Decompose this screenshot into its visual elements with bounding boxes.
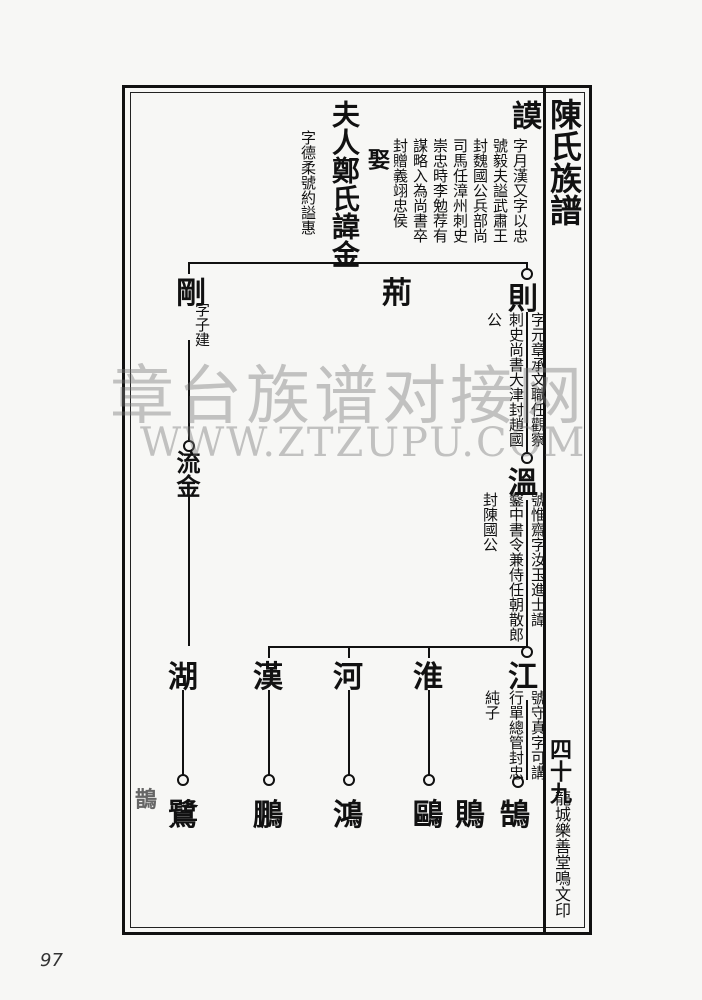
watermark-url: WWW.ZTZUPU.COM	[140, 420, 587, 466]
node-wen	[521, 452, 533, 464]
gen5-name-1: 鵠	[500, 798, 530, 833]
gen4-han-name: 漢	[253, 660, 283, 695]
node-ou	[423, 774, 435, 786]
node-hong	[343, 774, 355, 786]
node-liujin	[183, 440, 195, 452]
gen2-ze-note-2: 刺史尚書大津封趙國	[507, 312, 525, 447]
gen5-name-6: 鷺	[168, 798, 198, 833]
gen2-ze-note-1: 字元章承文職任觀察	[529, 312, 547, 447]
node-lu	[177, 774, 189, 786]
gen5-name-3: 鷗	[413, 798, 443, 833]
connector-liujin-to-hu	[188, 496, 190, 646]
node-gu	[512, 776, 524, 788]
gen2-ze-note-3: 公	[485, 312, 503, 327]
node-jiang	[521, 646, 533, 658]
gen4-huai-name: 淮	[413, 660, 443, 695]
connector-gang-to-liujin	[188, 340, 190, 440]
gen3-wen-note-1: 號惟齋字汝玉進士諱	[529, 492, 547, 627]
page-border	[122, 85, 592, 935]
ancestor-note-6: 謀略入為尚書卒	[411, 138, 429, 243]
connector-han-to-peng	[268, 690, 270, 780]
connector-hu-to-lu	[182, 690, 184, 780]
connector-han-drop	[268, 646, 270, 658]
spouse-note: 字德柔號約謚惠	[299, 130, 317, 235]
gen5-name-2: 鵙	[455, 798, 485, 833]
ancestor-name: 謨	[506, 100, 541, 130]
connector-huai-drop	[428, 646, 430, 658]
gen4-jiang-note-1: 號守真字可講	[529, 690, 547, 780]
folio-number: 97	[40, 950, 63, 971]
connector-gang-drop	[188, 262, 190, 274]
page-inner-border	[130, 92, 585, 928]
page-number: 四十九	[546, 738, 572, 804]
gen4-jiang-note-2: 行單總管封忠	[507, 690, 525, 780]
connector-he-to-hong	[348, 690, 350, 780]
node-peng	[263, 774, 275, 786]
ancestor-note-7: 封贈義翊忠侯	[391, 138, 409, 228]
ancestor-note-3: 封魏國公兵部尚	[471, 138, 489, 243]
spouse-name: 夫人鄭氏諱金	[328, 100, 361, 268]
connector-gen4-horizontal	[268, 646, 528, 648]
gen3-liujin-name: 流金	[172, 450, 201, 498]
connector-wen-to-jiang	[526, 500, 528, 650]
gen5-name-4: 鴻	[333, 798, 363, 833]
gen3-wen-note-2: 鑿中書令兼侍任朝散郎	[507, 492, 525, 642]
gen2-jing-name: 荊	[382, 276, 412, 311]
gen4-hu-name: 湖	[168, 660, 198, 695]
spouse-label: 娶	[364, 148, 390, 170]
gen3-wen-note-3: 封陳國公	[481, 492, 499, 552]
ancestor-note-2: 號毅夫謚武肅王	[491, 138, 509, 243]
ancestor-note-1: 字月漢又字以忠	[511, 138, 529, 243]
ancestor-note-4: 司馬任漳州刺史	[451, 138, 469, 243]
gen3-wen-name: 溫	[508, 466, 538, 501]
gen5-name-5: 鵬	[253, 798, 283, 833]
node-ze	[521, 268, 533, 280]
gen2-gang-note: 字子建	[193, 302, 211, 347]
connector-jiang-to-gu	[526, 700, 528, 780]
connector-ze-to-wen	[526, 312, 528, 452]
page-title: 陳氏族譜	[545, 98, 583, 226]
connector-he-drop	[348, 646, 350, 658]
gen4-jiang-name: 江	[508, 660, 538, 695]
header-column-rule	[543, 85, 546, 935]
publisher-imprint: 龍城樂善堂鳴文印	[552, 790, 571, 918]
gen4-jiang-note-3: 純子	[483, 690, 501, 720]
connector-gen2-horizontal	[188, 262, 528, 264]
connector-huai-to-ou	[428, 690, 430, 780]
ancestor-note-5: 崇忠時李勉荐有	[431, 138, 449, 243]
gen4-he-name: 河	[333, 660, 363, 695]
gen2-gang-name: 剛	[176, 276, 206, 311]
gen2-ze-name: 則	[508, 282, 538, 317]
stray-mark: 鵲	[135, 787, 158, 813]
watermark-chinese: 章台族谱对接网	[110, 360, 586, 434]
